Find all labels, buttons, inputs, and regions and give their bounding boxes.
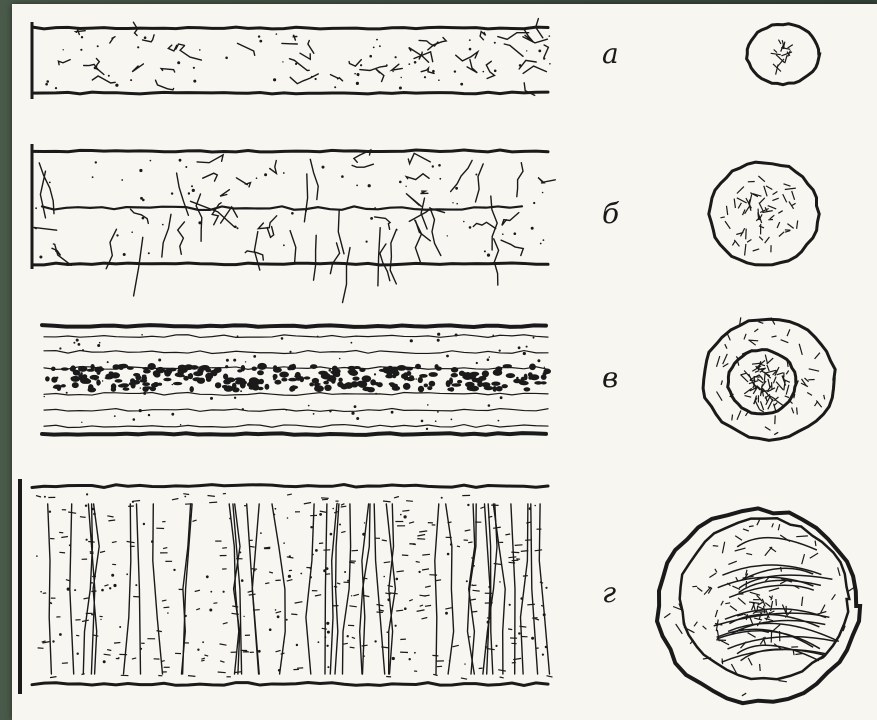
strip-a-top-edge	[32, 27, 548, 29]
cross-section-a	[747, 24, 820, 85]
strip-b	[32, 144, 555, 303]
cross-section-b-outline	[709, 162, 819, 265]
strip-v-top-edge	[42, 325, 546, 327]
strip-b-midline	[42, 206, 522, 210]
strip-b-top-edge	[32, 150, 548, 152]
strip-v	[42, 325, 551, 435]
cross-section-a-outline	[747, 24, 820, 85]
label-a: а	[602, 40, 619, 68]
strip-g-bottom-edge	[32, 683, 548, 686]
label-g: г	[602, 579, 616, 607]
strip-a-bottom-edge	[32, 92, 548, 94]
cross-section-b	[709, 162, 819, 265]
strip-a	[32, 19, 551, 99]
cross-section-v-outline	[703, 319, 835, 440]
figure-illustration	[12, 4, 877, 720]
cross-section-g	[657, 508, 860, 703]
label-v: в	[602, 364, 618, 392]
label-b: б	[602, 200, 619, 228]
strip-g-top-edge	[32, 485, 548, 488]
cross-section-v	[703, 317, 835, 440]
figure-paper: а б в г	[12, 4, 877, 720]
strip-v-bottom-edge	[42, 433, 546, 435]
strip-g	[20, 479, 553, 694]
